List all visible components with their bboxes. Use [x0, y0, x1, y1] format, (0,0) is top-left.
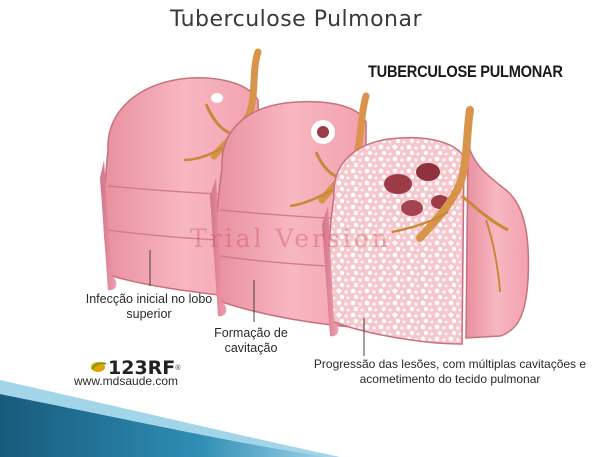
credit-site: www.mdsaude.com: [74, 374, 178, 388]
cavity-1: [384, 174, 412, 194]
watermark-text: Trial Version: [190, 224, 391, 253]
cavity-3: [401, 200, 423, 216]
stage-1-label: Infecção inicial no lobo superior: [84, 292, 214, 322]
cavity-2: [416, 163, 440, 181]
stage-2-label: Formação de cavitação: [196, 326, 306, 356]
initial-lesion: [211, 93, 223, 103]
illustration-title: TUBERCULOSE PULMONAR: [368, 62, 563, 82]
stage-3-label: Progressão das lesões, com múltiplas cav…: [300, 357, 592, 387]
logo-reg-mark: ®: [175, 365, 180, 372]
